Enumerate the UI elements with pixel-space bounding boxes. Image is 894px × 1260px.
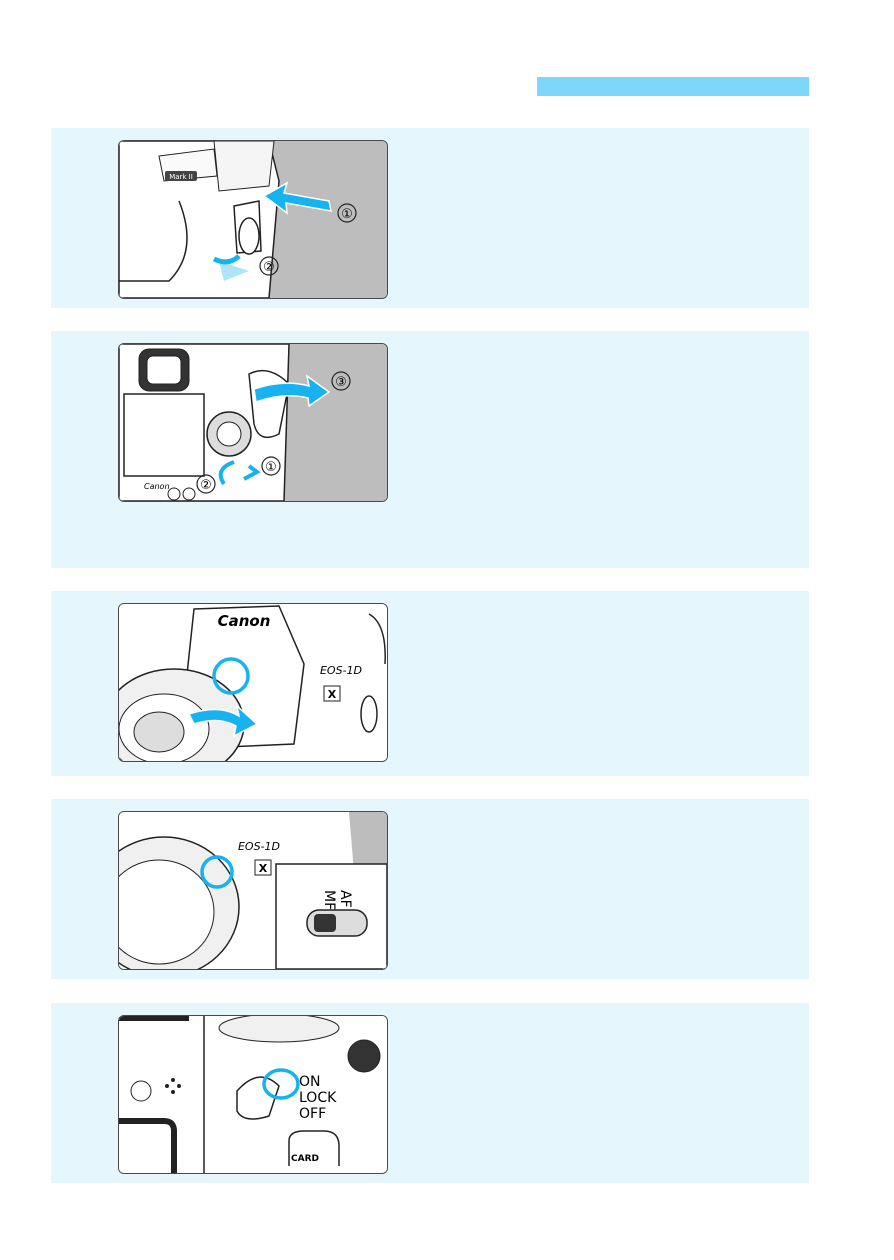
switch-off-label: OFF xyxy=(299,1106,326,1122)
switch-highlight-circle xyxy=(200,855,234,889)
switch-af-label: AF xyxy=(337,890,353,908)
illustration-camera-back: ③ ① ② Canon xyxy=(118,343,388,502)
model-sub-label: X xyxy=(259,862,268,875)
focus-switch-diagram: EOS-1D X AF MF xyxy=(119,812,387,969)
switch-on-label: ON xyxy=(299,1074,321,1090)
callout-2b: ② xyxy=(200,478,212,493)
switch-highlight-circle xyxy=(262,1068,300,1100)
mark-badge-label: Mark II xyxy=(169,173,193,181)
step-panel-attach-lens: Canon EOS-1D X xyxy=(51,591,809,776)
model-label: EOS-1D xyxy=(320,664,362,677)
alignment-circle xyxy=(212,657,250,695)
illustration-lens-mount: Canon EOS-1D X xyxy=(118,603,388,762)
callout-2: ② xyxy=(263,260,275,275)
section-header-bar xyxy=(537,77,809,96)
illustration-power-switch: ON LOCK OFF CARD xyxy=(118,1015,388,1174)
lift-arrow xyxy=(253,374,331,408)
callout-1b: ① xyxy=(265,460,277,475)
battery-grip-diagram: Mark II ① ② xyxy=(119,141,387,298)
brand-label: Canon xyxy=(218,612,271,630)
callout-3: ③ xyxy=(335,375,347,390)
step-panel-focus-mode: EOS-1D X AF MF xyxy=(51,799,809,979)
model-label: EOS-1D xyxy=(238,840,280,853)
push-arrow xyxy=(262,181,332,215)
power-switch-diagram: ON LOCK OFF CARD xyxy=(119,1016,387,1173)
lens-mount-diagram: Canon EOS-1D X xyxy=(119,604,387,761)
switch-mf-label: MF xyxy=(321,890,337,910)
card-label: CARD xyxy=(291,1154,319,1164)
camera-back-diagram: ③ ① ② Canon xyxy=(119,344,387,501)
mark-badge-shape xyxy=(165,171,197,181)
rotate-arrow xyxy=(187,703,259,738)
brand-label: Canon xyxy=(144,482,170,491)
illustration-battery-grip: Mark II ① ② xyxy=(118,140,388,299)
model-sub-label: X xyxy=(328,688,337,701)
switch-lock-label: LOCK xyxy=(299,1090,337,1106)
step-panel-remove-cover: ③ ① ② Canon xyxy=(51,331,809,568)
illustration-focus-switch: EOS-1D X AF MF xyxy=(118,811,388,970)
step-panel-power-switch: ON LOCK OFF CARD xyxy=(51,1003,809,1183)
callout-1: ① xyxy=(341,207,353,222)
step-panel-attach-grip: Mark II ① ② xyxy=(51,128,809,308)
